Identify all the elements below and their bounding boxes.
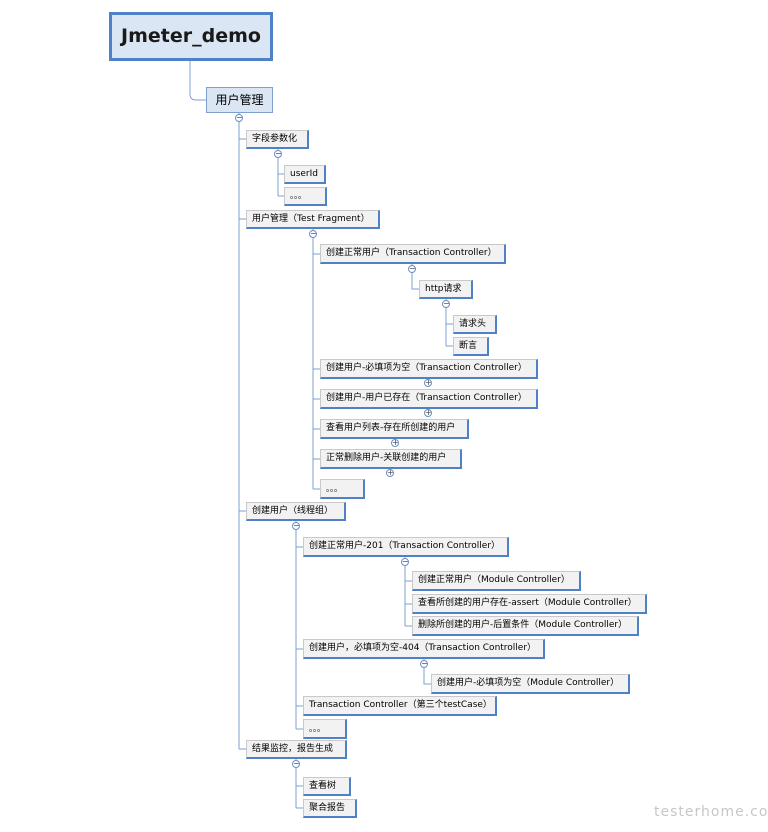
- expand-toggle-icon[interactable]: +: [386, 468, 394, 477]
- monitor-node[interactable]: 结果监控，报告生成: [246, 740, 347, 759]
- collapse-toggle-icon[interactable]: −: [292, 521, 300, 530]
- view-tree-node[interactable]: 查看树: [303, 777, 351, 796]
- collapse-toggle-icon[interactable]: −: [442, 299, 450, 308]
- tc-404-node[interactable]: 创建用户，必填项为空-404（Transaction Controller）: [303, 639, 545, 659]
- assertion-node[interactable]: 断言: [453, 337, 489, 356]
- collapse-toggle-icon[interactable]: −: [401, 557, 409, 566]
- tc-user-exists-node[interactable]: 创建用户-用户已存在（Transaction Controller）: [320, 389, 538, 409]
- main-topic-node[interactable]: 用户管理: [206, 87, 273, 113]
- mc-create-normal-node[interactable]: 创建正常用户（Module Controller）: [412, 571, 581, 591]
- expand-toggle-icon[interactable]: +: [424, 378, 432, 387]
- delete-normal-node[interactable]: 正常删除用户-关联创建的用户: [320, 449, 462, 469]
- http-request-node[interactable]: http请求: [419, 280, 473, 299]
- watermark: testerhome.com: [654, 804, 768, 820]
- userid-node[interactable]: userId: [284, 165, 326, 184]
- collapse-toggle-icon[interactable]: −: [274, 149, 282, 158]
- collapse-toggle-icon[interactable]: −: [292, 759, 300, 768]
- tc-required-empty-node[interactable]: 创建用户-必填项为空（Transaction Controller）: [320, 359, 538, 379]
- aggregate-report-node[interactable]: 聚合报告: [303, 799, 357, 818]
- view-list-node[interactable]: 查看用户列表-存在所创建的用户: [320, 419, 469, 439]
- param-node[interactable]: 字段参数化: [246, 130, 309, 149]
- collapse-toggle-icon[interactable]: −: [309, 229, 317, 238]
- mc-required-empty-node[interactable]: 创建用户-必填项为空（Module Controller）: [431, 674, 630, 694]
- collapse-toggle-icon[interactable]: −: [235, 113, 243, 122]
- fragment-more-node[interactable]: 。。。: [320, 479, 365, 499]
- root-node[interactable]: Jmeter_demo: [109, 12, 273, 61]
- request-header-node[interactable]: 请求头: [453, 315, 497, 334]
- expand-toggle-icon[interactable]: +: [424, 408, 432, 417]
- mc-view-assert-node[interactable]: 查看所创建的用户存在-assert（Module Controller）: [412, 594, 647, 614]
- expand-toggle-icon[interactable]: +: [391, 438, 399, 447]
- param-more-node[interactable]: 。。。: [284, 187, 327, 206]
- thread-group-node[interactable]: 创建用户（线程组）: [246, 502, 346, 521]
- collapse-toggle-icon[interactable]: −: [420, 659, 428, 668]
- tc-third-node[interactable]: Transaction Controller（第三个testCase）: [303, 696, 497, 716]
- tc-create-normal-node[interactable]: 创建正常用户（Transaction Controller）: [320, 244, 506, 264]
- mc-delete-post-node[interactable]: 删除所创建的用户-后置条件（Module Controller）: [412, 616, 639, 636]
- tc-201-node[interactable]: 创建正常用户-201（Transaction Controller）: [303, 537, 509, 557]
- collapse-toggle-icon[interactable]: −: [408, 264, 416, 273]
- thread-more-node[interactable]: 。。。: [303, 719, 347, 739]
- fragment-node[interactable]: 用户管理（Test Fragment）: [246, 210, 380, 229]
